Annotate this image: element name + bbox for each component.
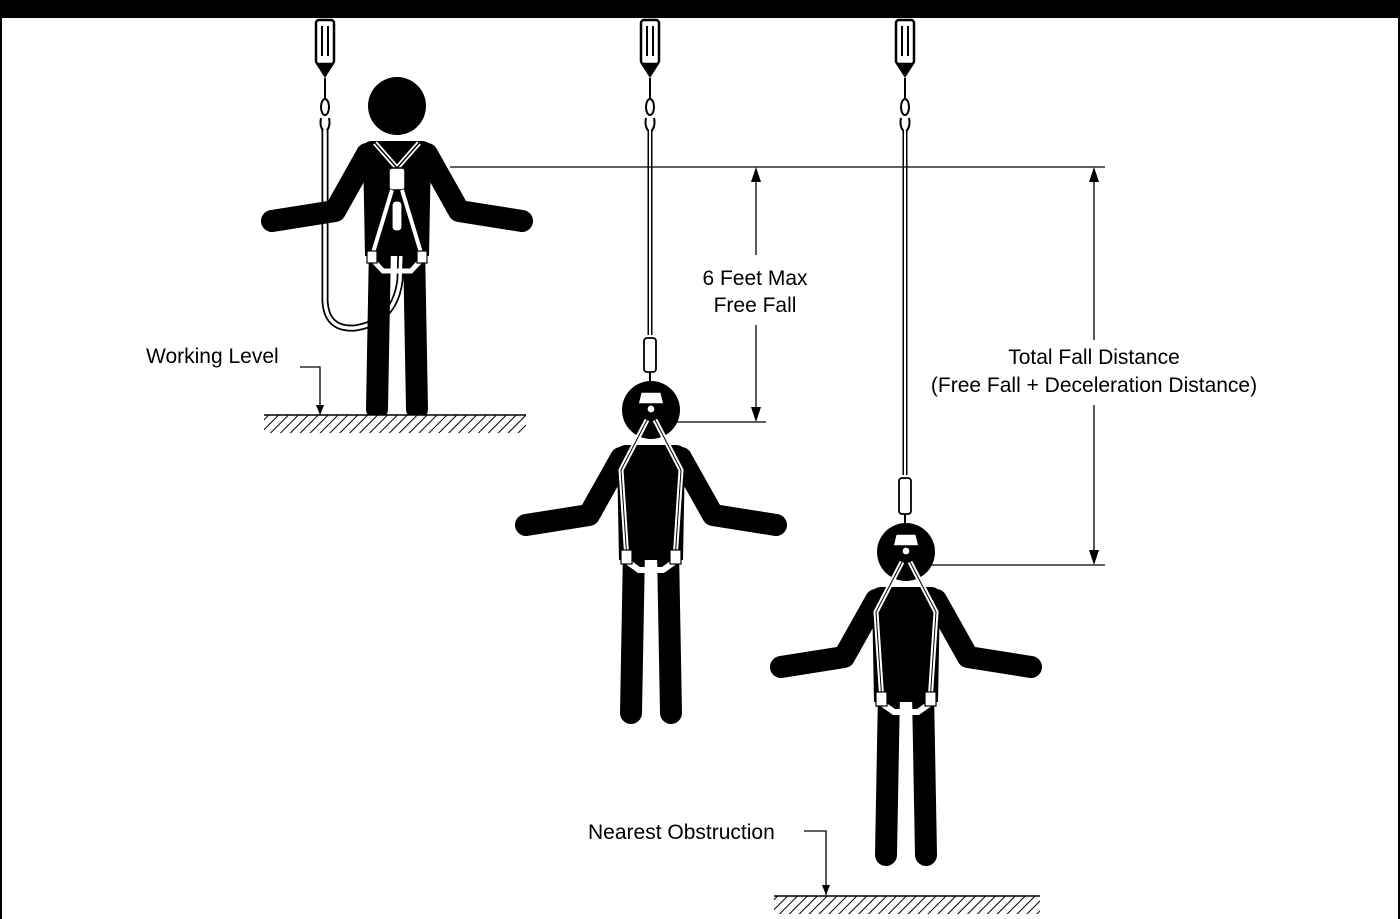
fallen-worker-total-fall [781,18,1031,855]
free-fall-label-line2: Free Fall [713,294,797,317]
total-fall-label-line1: Total Fall Distance [1008,346,1180,369]
working-level-label: Working Level [146,345,279,368]
fallen-worker-free-fall [526,18,776,713]
free-fall-label-line1: 6 Feet Max [702,267,808,290]
working-level-floor [264,415,526,433]
standing-worker [272,18,522,409]
total-fall-dimension [924,169,1105,566]
nearest-obstruction-floor [774,896,1040,914]
nearest-obstruction-leader [804,830,827,895]
free-fall-dimension [450,166,1105,423]
nearest-obstruction-label: Nearest Obstruction [588,821,775,844]
working-level-leader [300,366,321,415]
total-fall-label-line2: (Free Fall + Deceleration Distance) [930,374,1258,397]
